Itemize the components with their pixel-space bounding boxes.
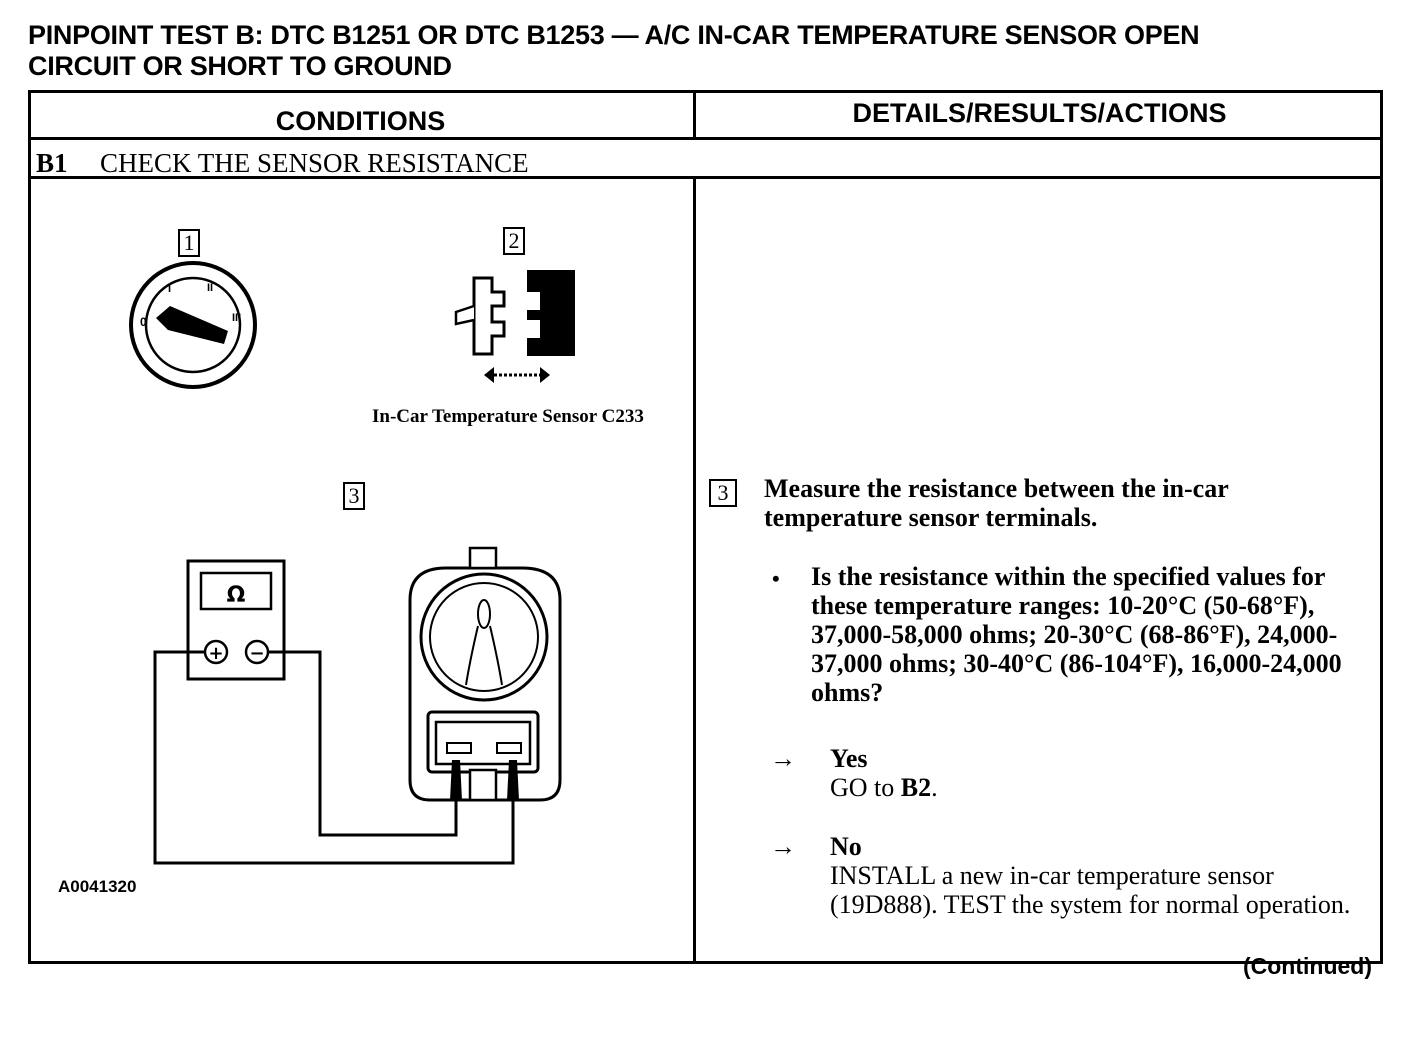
- test-leads: [153, 650, 515, 865]
- plus-terminal-label: +: [208, 643, 223, 664]
- connector-icon: [454, 270, 575, 383]
- yes-label: Yes: [830, 744, 868, 773]
- svg-text:II: II: [207, 282, 213, 294]
- yes-action-suffix: .: [931, 773, 938, 802]
- yes-action-prefix: GO to: [830, 773, 901, 802]
- temperature-sensor-icon: [408, 546, 562, 802]
- yes-action: GO to B2.: [830, 773, 1370, 802]
- step-title: CHECK THE SENSOR RESISTANCE: [100, 148, 529, 178]
- measure-instruction: Measure the resistance between the in-ca…: [764, 474, 1229, 532]
- connector-caption: In-Car Temperature Sensor C233: [372, 406, 644, 427]
- figure-id: A0041320: [58, 877, 137, 896]
- title-line-2: CIRCUIT OR SHORT TO GROUND: [28, 51, 452, 81]
- bullet-icon: •: [772, 566, 780, 591]
- yes-response: Yes GO to B2.: [830, 744, 1370, 802]
- step-id: B1: [36, 148, 68, 178]
- resistance-question: Is the resistance within the specified v…: [811, 562, 1342, 707]
- callout-3: 3: [343, 482, 365, 510]
- pinpoint-table: [28, 90, 1383, 964]
- no-action: INSTALL a new in-car temperature sensor …: [830, 861, 1351, 919]
- column-divider-top: [693, 90, 696, 137]
- details-header: DETAILS/RESULTS/ACTIONS: [852, 98, 1227, 128]
- no-response: No INSTALL a new in-car temperature sens…: [830, 832, 1370, 919]
- no-label: No: [830, 832, 862, 861]
- title-line-1: PINPOINT TEST B: DTC B1251 OR DTC B1253 …: [28, 20, 1200, 50]
- step-heading: B1 CHECK THE SENSOR RESISTANCE: [36, 148, 529, 179]
- no-arrow-icon: →: [770, 832, 796, 861]
- column-divider: [693, 176, 696, 962]
- callout-1: 1: [178, 229, 200, 257]
- yes-target-step: B2: [900, 773, 932, 802]
- svg-text:0: 0: [140, 315, 147, 329]
- continued-note: (Continued): [1242, 953, 1372, 979]
- ohm-symbol: Ω: [227, 583, 246, 608]
- header-divider: [28, 137, 1383, 140]
- minus-terminal-label: −: [249, 643, 264, 664]
- callout-2: 2: [503, 227, 525, 255]
- step-divider: [28, 176, 1383, 179]
- yes-arrow-icon: →: [770, 744, 796, 773]
- svg-text:III: III: [232, 312, 241, 324]
- ignition-switch-icon: 0 I II III: [129, 261, 257, 389]
- action-callout: 3: [709, 479, 737, 507]
- page-title: PINPOINT TEST B: DTC B1251 OR DTC B1253 …: [28, 20, 1398, 82]
- ohmmeter-icon: [186, 559, 286, 681]
- conditions-header: CONDITIONS: [275, 106, 446, 136]
- svg-text:I: I: [168, 283, 171, 295]
